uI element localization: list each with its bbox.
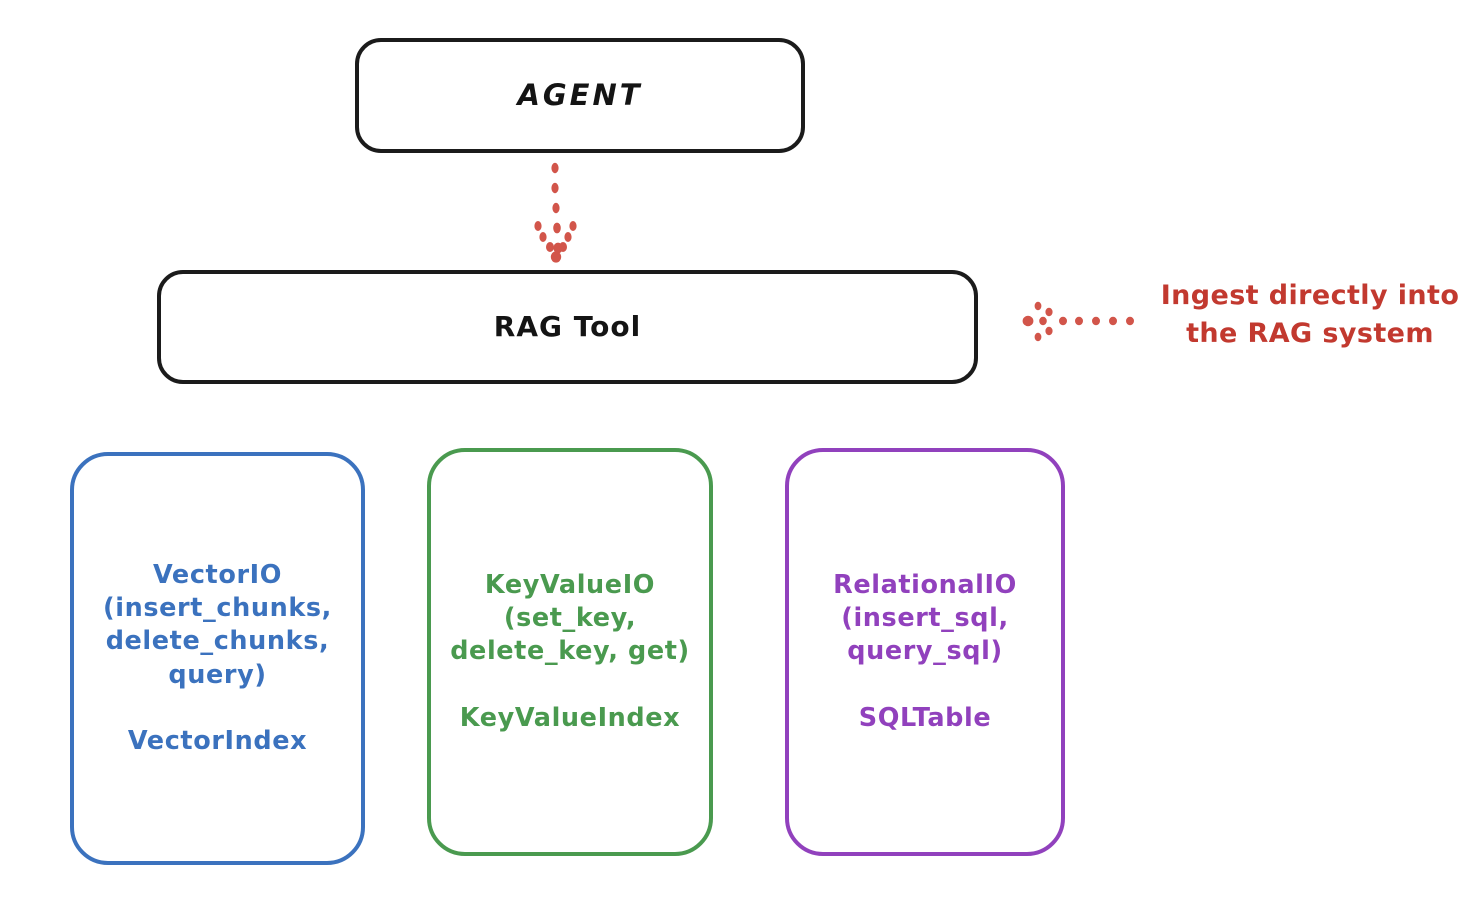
node-rag-tool-label: RAG Tool [493,309,642,343]
node-relational-io-label: RelationalIO (insert_sql, query_sql) SQL… [833,570,1017,733]
node-agent-label: AGENT [517,77,643,112]
node-key-value-io[interactable]: KeyValueIO (set_key, delete_key, get) Ke… [427,448,713,856]
node-rag-tool[interactable]: RAG Tool [157,270,978,384]
node-key-value-io-label: KeyValueIO (set_key, delete_key, get) Ke… [450,570,690,733]
node-vector-io-label: VectorIO (insert_chunks, delete_chunks, … [103,560,332,756]
annotation-ingest-directly: Ingest directly into the RAG system [1160,280,1460,350]
edge-ingest-into-rag-tool [1022,301,1134,342]
node-vector-io[interactable]: VectorIO (insert_chunks, delete_chunks, … [70,452,365,865]
edge-agent-to-rag-tool [534,162,577,263]
node-relational-io[interactable]: RelationalIO (insert_sql, query_sql) SQL… [785,448,1065,856]
node-agent[interactable]: AGENT [355,38,805,153]
